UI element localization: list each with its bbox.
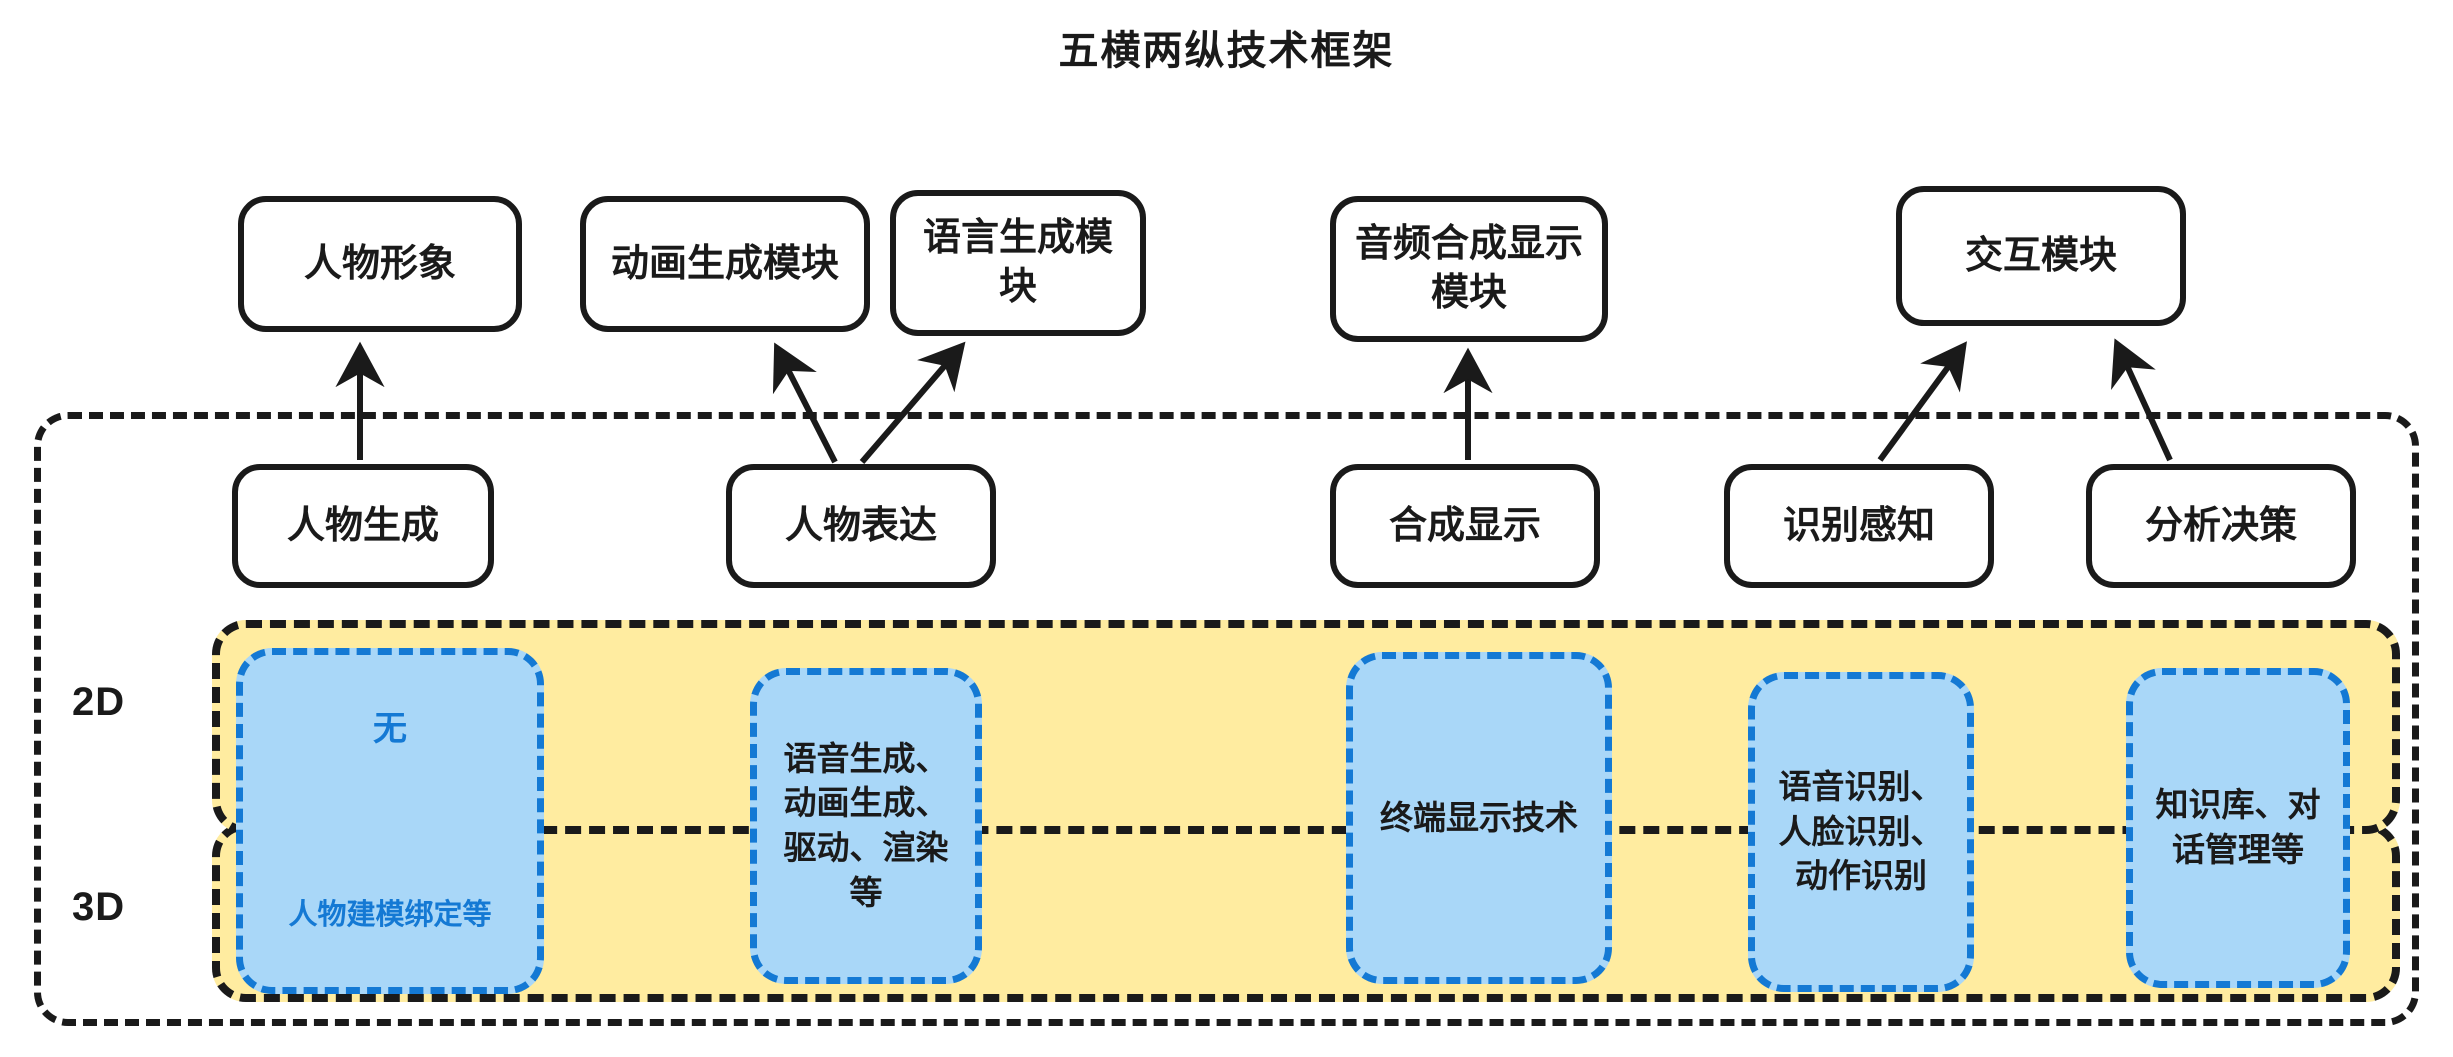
module-box-interaction[interactable]: 交互模块 [1896,186,2186,326]
tech-box-analysis-decision[interactable]: 知识库、对话管理等 [2126,668,2350,988]
tech-box-synthesis-display[interactable]: 终端显示技术 [1346,652,1612,984]
capability-box-label: 合成显示 [1388,504,1541,547]
framework-outer-boundary [34,412,2419,1026]
tech-box-character-generation[interactable]: 无 人物建模绑定等 [236,648,544,994]
capability-box-label: 分析决策 [2144,504,2297,547]
module-box-language-generation[interactable]: 语言生成模块 [890,190,1146,336]
dimension-row-label-3d: 3D [72,885,126,929]
dimension-row-label-2d: 2D [72,680,126,724]
tech-box-character-expression[interactable]: 语音生成、动画生成、驱动、渲染等 [750,668,982,984]
tech-box-recognition-perception[interactable]: 语音识别、人脸识别、动作识别 [1748,672,1974,992]
module-box-label: 动画生成模块 [610,242,839,285]
capability-box-character-generation[interactable]: 人物生成 [232,464,494,588]
tech-box-label: 知识库、对话管理等 [2155,786,2321,868]
tech-box-label: 语音识别、人脸识别、动作识别 [1778,768,1944,895]
module-box-label: 交互模块 [1964,234,2117,277]
capability-box-analysis-decision[interactable]: 分析决策 [2086,464,2356,588]
capability-box-label: 人物表达 [784,504,937,547]
dimension-band-2d [212,620,2400,834]
module-box-label: 人物形象 [303,242,456,285]
capability-box-label: 识别感知 [1782,504,1935,547]
module-box-character-image[interactable]: 人物形象 [238,196,522,332]
module-box-label: 音频合成显示模块 [1354,223,1583,314]
module-box-audio-synthesis-display[interactable]: 音频合成显示模块 [1330,196,1608,342]
capability-box-synthesis-display[interactable]: 合成显示 [1330,464,1600,588]
capability-box-character-expression[interactable]: 人物表达 [726,464,996,588]
capability-box-label: 人物生成 [286,504,439,547]
tech-box-label-3d: 人物建模绑定等 [288,898,492,931]
module-box-animation-generation[interactable]: 动画生成模块 [580,196,870,332]
capability-box-recognition-perception[interactable]: 识别感知 [1724,464,1994,588]
tech-box-label-2d: 无 [373,710,407,748]
module-box-label: 语言生成模块 [922,217,1113,308]
tech-box-label: 终端显示技术 [1380,798,1578,836]
tech-box-label: 语音生成、动画生成、驱动、渲染等 [783,739,949,911]
page-title: 五横两纵技术框架 [1058,29,1395,73]
